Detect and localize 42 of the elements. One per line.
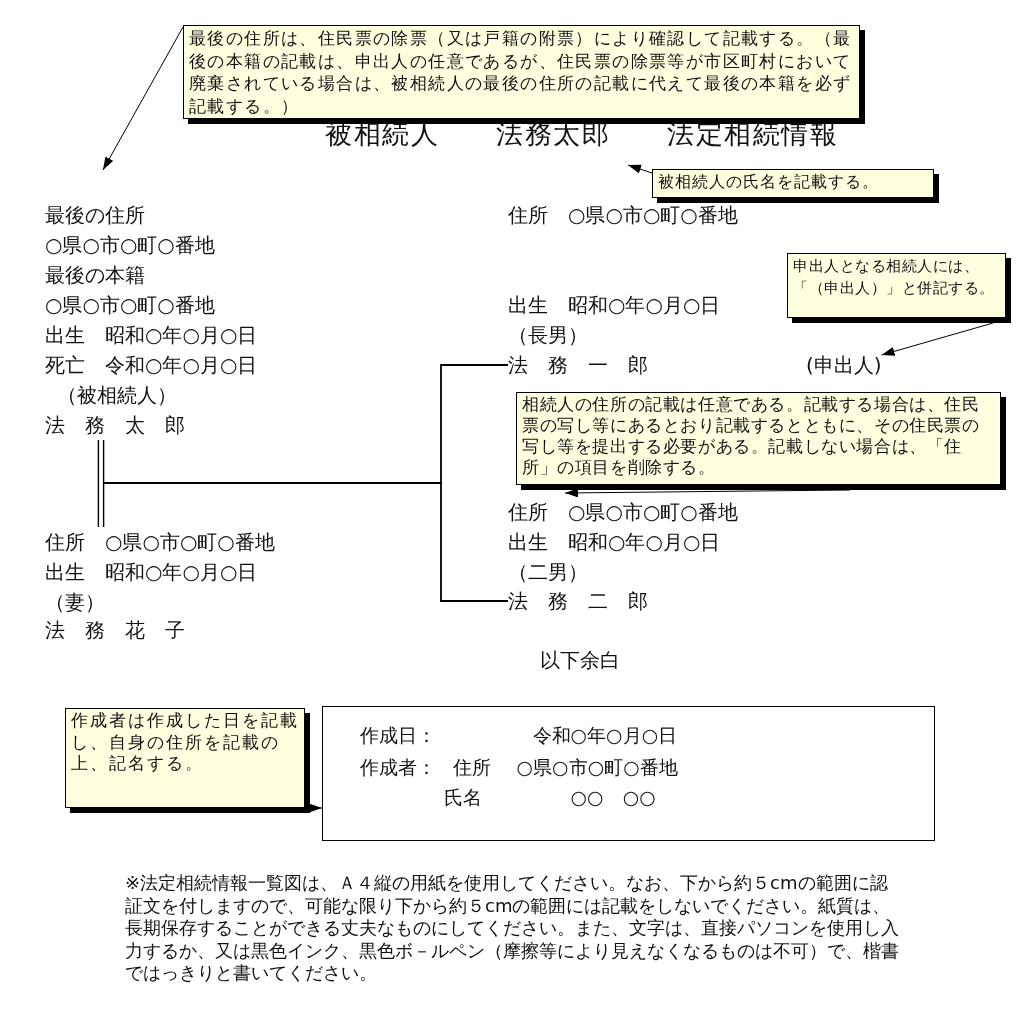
field-label: 作成者： xyxy=(359,754,436,779)
relation-label: （被相続人） xyxy=(57,383,177,407)
address-text: ○県○市○町○番地 xyxy=(45,293,215,317)
leader-arrow xyxy=(627,164,653,174)
relation-label: （妻） xyxy=(45,590,105,614)
birth-date-text: 出生 昭和○年○月○日 xyxy=(45,560,258,584)
leader-arrow xyxy=(309,803,323,813)
leader-arrow xyxy=(881,322,994,356)
death-date-text: 死亡 令和○年○月○日 xyxy=(45,353,258,377)
birth-date-text: 出生 昭和○年○月○日 xyxy=(508,530,721,554)
signature-box xyxy=(322,706,935,841)
relation-label: （長男） xyxy=(508,323,588,347)
person-name: 法 務 二 郎 xyxy=(508,589,648,613)
relation-label: （二男） xyxy=(508,560,588,584)
address-text: ○県○市○町○番地 xyxy=(516,754,678,779)
date-text: 令和○年○月○日 xyxy=(532,722,678,747)
callout-box: 被相続人の氏名を記載する。 xyxy=(652,169,939,203)
field-label: 作成日： xyxy=(359,722,436,747)
callout-box: 最後の住所は、住民票の除票（又は戸籍の附票）により確認して記載する。（最後の本籍の記載は、申出人の任意であるが、住民票の除票等が市区町村において廃棄されている場合は、被相続人の最後の住所の記載に代えて最後の本籍を必ず記載する。） xyxy=(183,25,865,124)
address-text: ○県○市○町○番地 xyxy=(45,233,215,257)
address-text: 住所 ○県○市○町○番地 xyxy=(508,500,738,524)
family-line xyxy=(103,482,509,602)
field-label: 最後の住所 xyxy=(45,203,145,227)
person-name: 法 務 太 郎 xyxy=(45,413,185,437)
marriage-line xyxy=(97,439,105,528)
birth-date-text: 出生 昭和○年○月○日 xyxy=(45,323,258,347)
name-text: ○○ ○○ xyxy=(570,784,656,809)
address-text: 住所 ○県○市○町○番地 xyxy=(508,203,738,227)
field-label: 住所 xyxy=(452,754,491,779)
person-name: 法 務 一 郎 xyxy=(508,353,648,377)
address-text: 住所 ○県○市○町○番地 xyxy=(45,530,275,554)
callout-box: 申出人となる相続人には、「（申出人）」と併記する。 xyxy=(787,253,1011,323)
leader-arrow xyxy=(102,26,184,171)
birth-date-text: 出生 昭和○年○月○日 xyxy=(508,293,721,317)
field-label: 最後の本籍 xyxy=(45,263,145,287)
closing-note: 以下余白 xyxy=(540,648,620,672)
person-name: 法 務 花 子 xyxy=(45,618,185,642)
field-label: 氏名 xyxy=(443,784,482,809)
note-text: ※法定相続情報一覧図は、Ａ４縦の用紙を使用してください。なお、下から約５cmの範囲に認証文を付しますので、可能な限り下から約５cmの範囲には記載をしないでください。紙質は、長期保存することができる丈夫なものにしてください。また、文字は、直接パソコンを使用し入力するか、又は黒色インク、黒色ボ－ルペン（摩擦等により見えなくなるものは不可）で、楷書ではっきりと書いてください。 xyxy=(125,872,900,985)
callout-box: 作成者は作成した日を記載し、自身の住所を記載の上、記名する。 xyxy=(65,708,310,813)
callout-box: 相続人の住所の記載は任意である。記載する場合は、住民票の写し等にあるとおり記載するとともに、その住民票の写し等を提出する必要がある。記載しない場合は、「住所」の項目を削除する。 xyxy=(516,392,1006,490)
role-label: (申出人) xyxy=(806,353,882,377)
